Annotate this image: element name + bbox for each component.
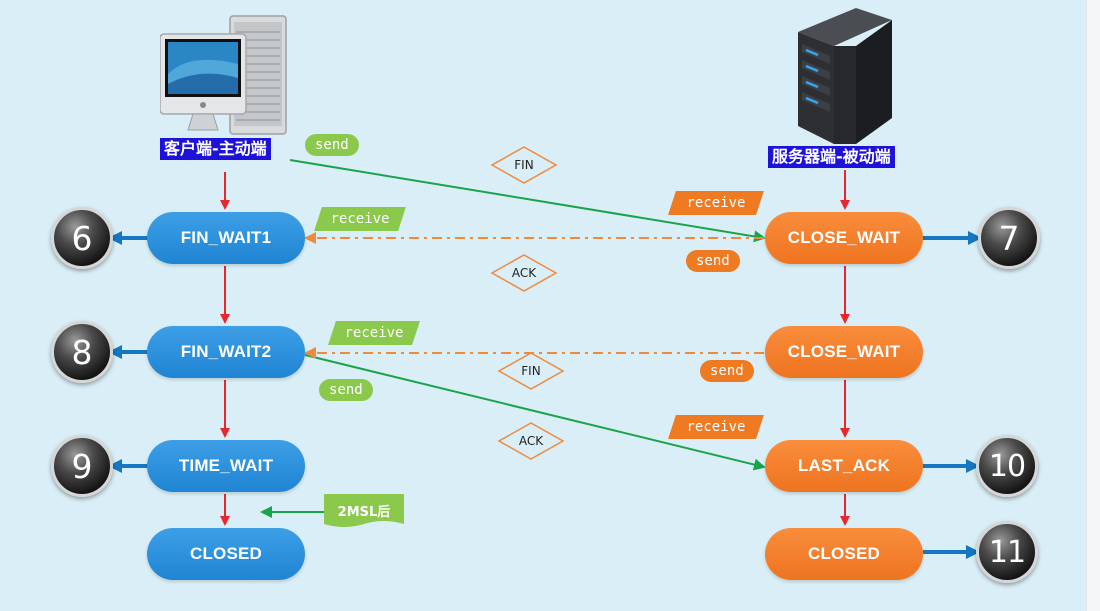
ack-segment-diamond: ACK (497, 421, 565, 461)
server-state-close-wait: CLOSE_WAIT (765, 212, 923, 264)
server-title: 服务器端-被动端 (768, 146, 895, 168)
fin-send-arrow (304, 354, 766, 471)
fin-segment-diamond: FIN (490, 145, 558, 185)
client-state-closed: CLOSED (147, 528, 305, 580)
client-state-time-wait: TIME_WAIT (147, 440, 305, 492)
client-state-fin-wait1: FIN_WAIT1 (147, 212, 305, 264)
step-marker: 11 (976, 521, 1038, 583)
scrollbar-track[interactable] (1086, 0, 1100, 611)
server-state-closed: CLOSED (765, 528, 923, 580)
ack-segment-diamond: ACK (490, 253, 558, 293)
desktop-computer-icon (159, 12, 290, 136)
receive-label: receive (332, 321, 416, 345)
step-marker: 8 (51, 321, 113, 383)
server-tower-icon (796, 6, 894, 146)
receive-label: receive (318, 207, 402, 231)
timeout-note: 2MSL后 (324, 494, 404, 530)
server-state-last-ack: LAST_ACK (765, 440, 923, 492)
fin-send-arrow (289, 159, 766, 243)
receive-label: receive (672, 191, 760, 215)
send-label: send (319, 379, 373, 401)
receive-label: receive (672, 415, 760, 439)
client-title: 客户端-主动端 (160, 138, 271, 160)
fin-segment-diamond: FIN (497, 351, 565, 391)
server-state-close-wait: CLOSE_WAIT (765, 326, 923, 378)
send-label: send (305, 134, 359, 156)
client-state-fin-wait2: FIN_WAIT2 (147, 326, 305, 378)
step-marker: 10 (976, 435, 1038, 497)
step-marker: 6 (51, 207, 113, 269)
step-marker: 9 (51, 435, 113, 497)
step-marker: 7 (978, 207, 1040, 269)
send-label: send (686, 250, 740, 272)
send-label: send (700, 360, 754, 382)
